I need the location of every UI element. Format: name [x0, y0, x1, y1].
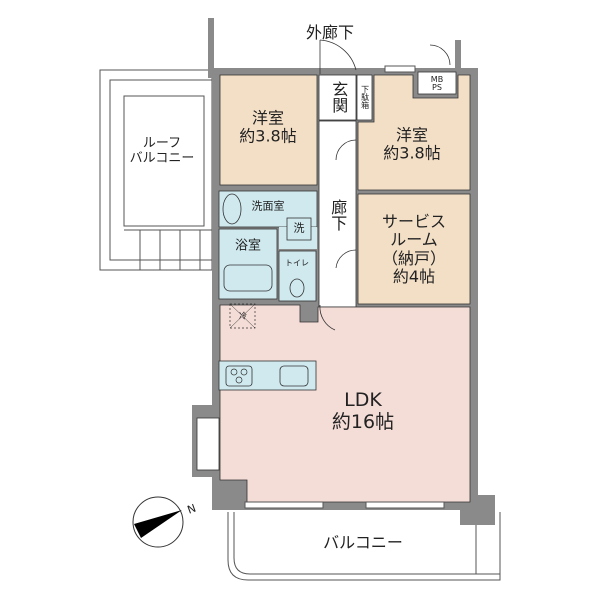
room-name: LDK [344, 389, 382, 412]
bedroom-right-label: 洋室約3.8帖 [383, 125, 441, 164]
bedroom-right [357, 74, 471, 191]
door-swings [319, 39, 451, 331]
room-name: サービス ルーム （納戸） [381, 212, 447, 268]
toilet-label: トイレ [285, 258, 309, 268]
bath-label: 浴室 [234, 238, 262, 254]
roof-balcony [99, 69, 213, 271]
bedroom-left-label: 洋室約3.8帖 [239, 108, 297, 147]
service-room-label: サービス ルーム （納戸）約4帖 [381, 212, 447, 287]
shoe-box-label: 下駄箱 [360, 85, 370, 109]
room-size: 約4帖 [392, 267, 436, 287]
bedroom-left [219, 74, 318, 186]
toilet-icon [289, 278, 305, 298]
room-name: 洋室 [395, 125, 429, 145]
ldk [219, 304, 471, 503]
washbasin-icon [222, 193, 242, 225]
stove-icon [225, 365, 253, 387]
washroom-label: 洗面室 [251, 199, 285, 213]
mb-ps [417, 71, 457, 95]
fridge-space [229, 303, 256, 329]
roof-balcony-label: ルーフ バルコニー [129, 136, 195, 166]
sink-icon [279, 365, 309, 387]
bay-window [196, 417, 220, 471]
compass-icon [132, 496, 184, 548]
balcony-label: バルコニー [323, 532, 403, 552]
washer-box [286, 217, 312, 241]
entrance-label: 玄関 [329, 81, 349, 113]
toilet [278, 250, 317, 302]
bath [218, 228, 278, 300]
outside-corridor-label: 外廊下 [305, 22, 355, 42]
room-name: 洋室 [251, 108, 285, 128]
hallway-label: 廊下 [328, 199, 348, 231]
service-room [357, 193, 471, 305]
room-size: 約16帖 [331, 411, 395, 433]
windows [244, 65, 445, 509]
room-size: 約3.8帖 [383, 144, 441, 163]
bathtub-icon [223, 264, 273, 292]
washer-label: 洗 [293, 221, 305, 235]
balcony [227, 512, 501, 581]
fridge-label: 冷 [239, 311, 247, 321]
shoe-box [356, 74, 373, 121]
room-size: 約3.8帖 [239, 127, 297, 146]
mb-ps-label: MB PS [430, 75, 444, 92]
entrance [318, 74, 357, 121]
